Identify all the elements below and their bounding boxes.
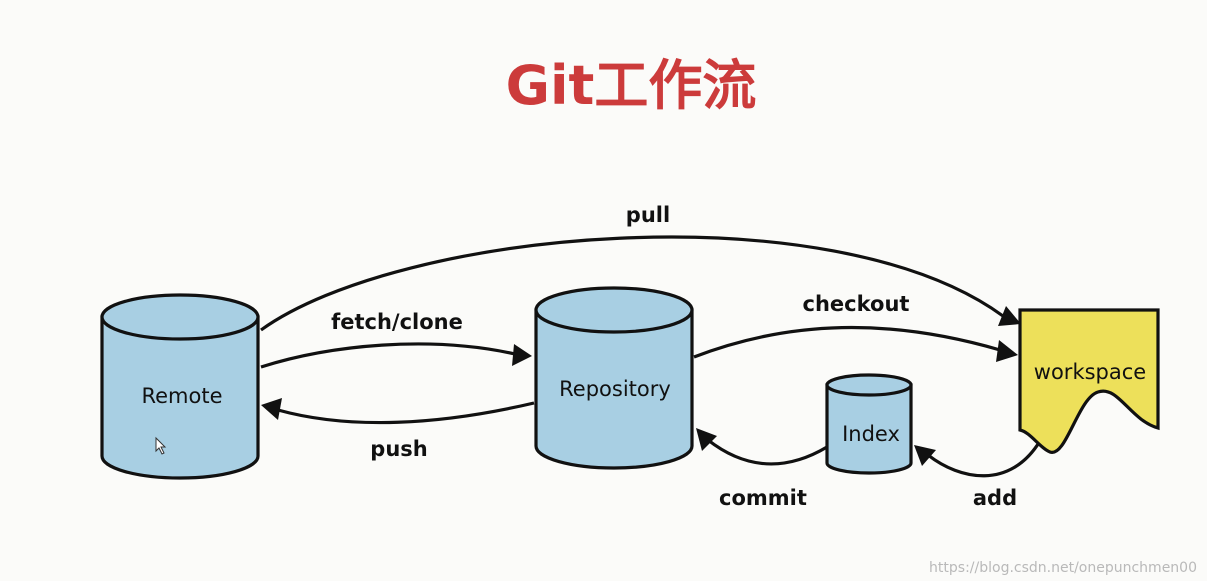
pull-label: pull xyxy=(626,203,670,227)
workspace-label: workspace xyxy=(1034,360,1146,384)
cursor-icon xyxy=(155,436,167,455)
fetch-clone-line xyxy=(260,342,516,369)
edge-push: push xyxy=(261,398,535,461)
add-arrowhead xyxy=(914,445,936,466)
node-index: Index xyxy=(825,373,913,475)
index-label: Index xyxy=(842,422,900,446)
index-cylinder-top xyxy=(825,373,913,397)
pull-line xyxy=(260,235,1004,332)
fetch-clone-label: fetch/clone xyxy=(331,310,463,334)
remote-cylinder-body xyxy=(100,315,260,480)
push-arrowhead xyxy=(261,398,282,420)
node-remote: Remote xyxy=(100,293,260,480)
watermark-text: https://blog.csdn.net/onepunchmen00 xyxy=(929,560,1197,576)
checkout-arrowhead xyxy=(996,340,1018,362)
edge-checkout: checkout xyxy=(693,292,1018,362)
add-label: add xyxy=(973,486,1017,510)
push-line xyxy=(277,401,535,425)
repository-cylinder-body xyxy=(534,308,694,470)
fetch-clone-arrowhead xyxy=(512,344,532,366)
repository-label: Repository xyxy=(559,377,671,401)
checkout-line xyxy=(693,325,1001,359)
edge-commit: commit xyxy=(696,428,828,510)
index-cylinder-body xyxy=(825,383,913,475)
edge-pull: pull xyxy=(260,203,1021,332)
commit-arrowhead xyxy=(696,428,717,451)
node-workspace: workspace xyxy=(1018,308,1160,454)
remote-cylinder-top xyxy=(100,293,260,341)
commit-line xyxy=(707,438,828,466)
edge-add: add xyxy=(914,440,1042,510)
remote-label: Remote xyxy=(141,384,222,408)
add-line xyxy=(927,440,1042,478)
pull-arrowhead xyxy=(998,306,1021,326)
commit-label: commit xyxy=(719,486,807,510)
workspace-document xyxy=(1018,308,1160,454)
page-title: Git工作流 xyxy=(506,54,757,117)
checkout-label: checkout xyxy=(803,292,910,316)
push-label: push xyxy=(370,437,427,461)
edge-fetch-clone: fetch/clone xyxy=(260,310,532,369)
repository-cylinder-top xyxy=(534,286,694,334)
node-repository: Repository xyxy=(534,286,694,470)
